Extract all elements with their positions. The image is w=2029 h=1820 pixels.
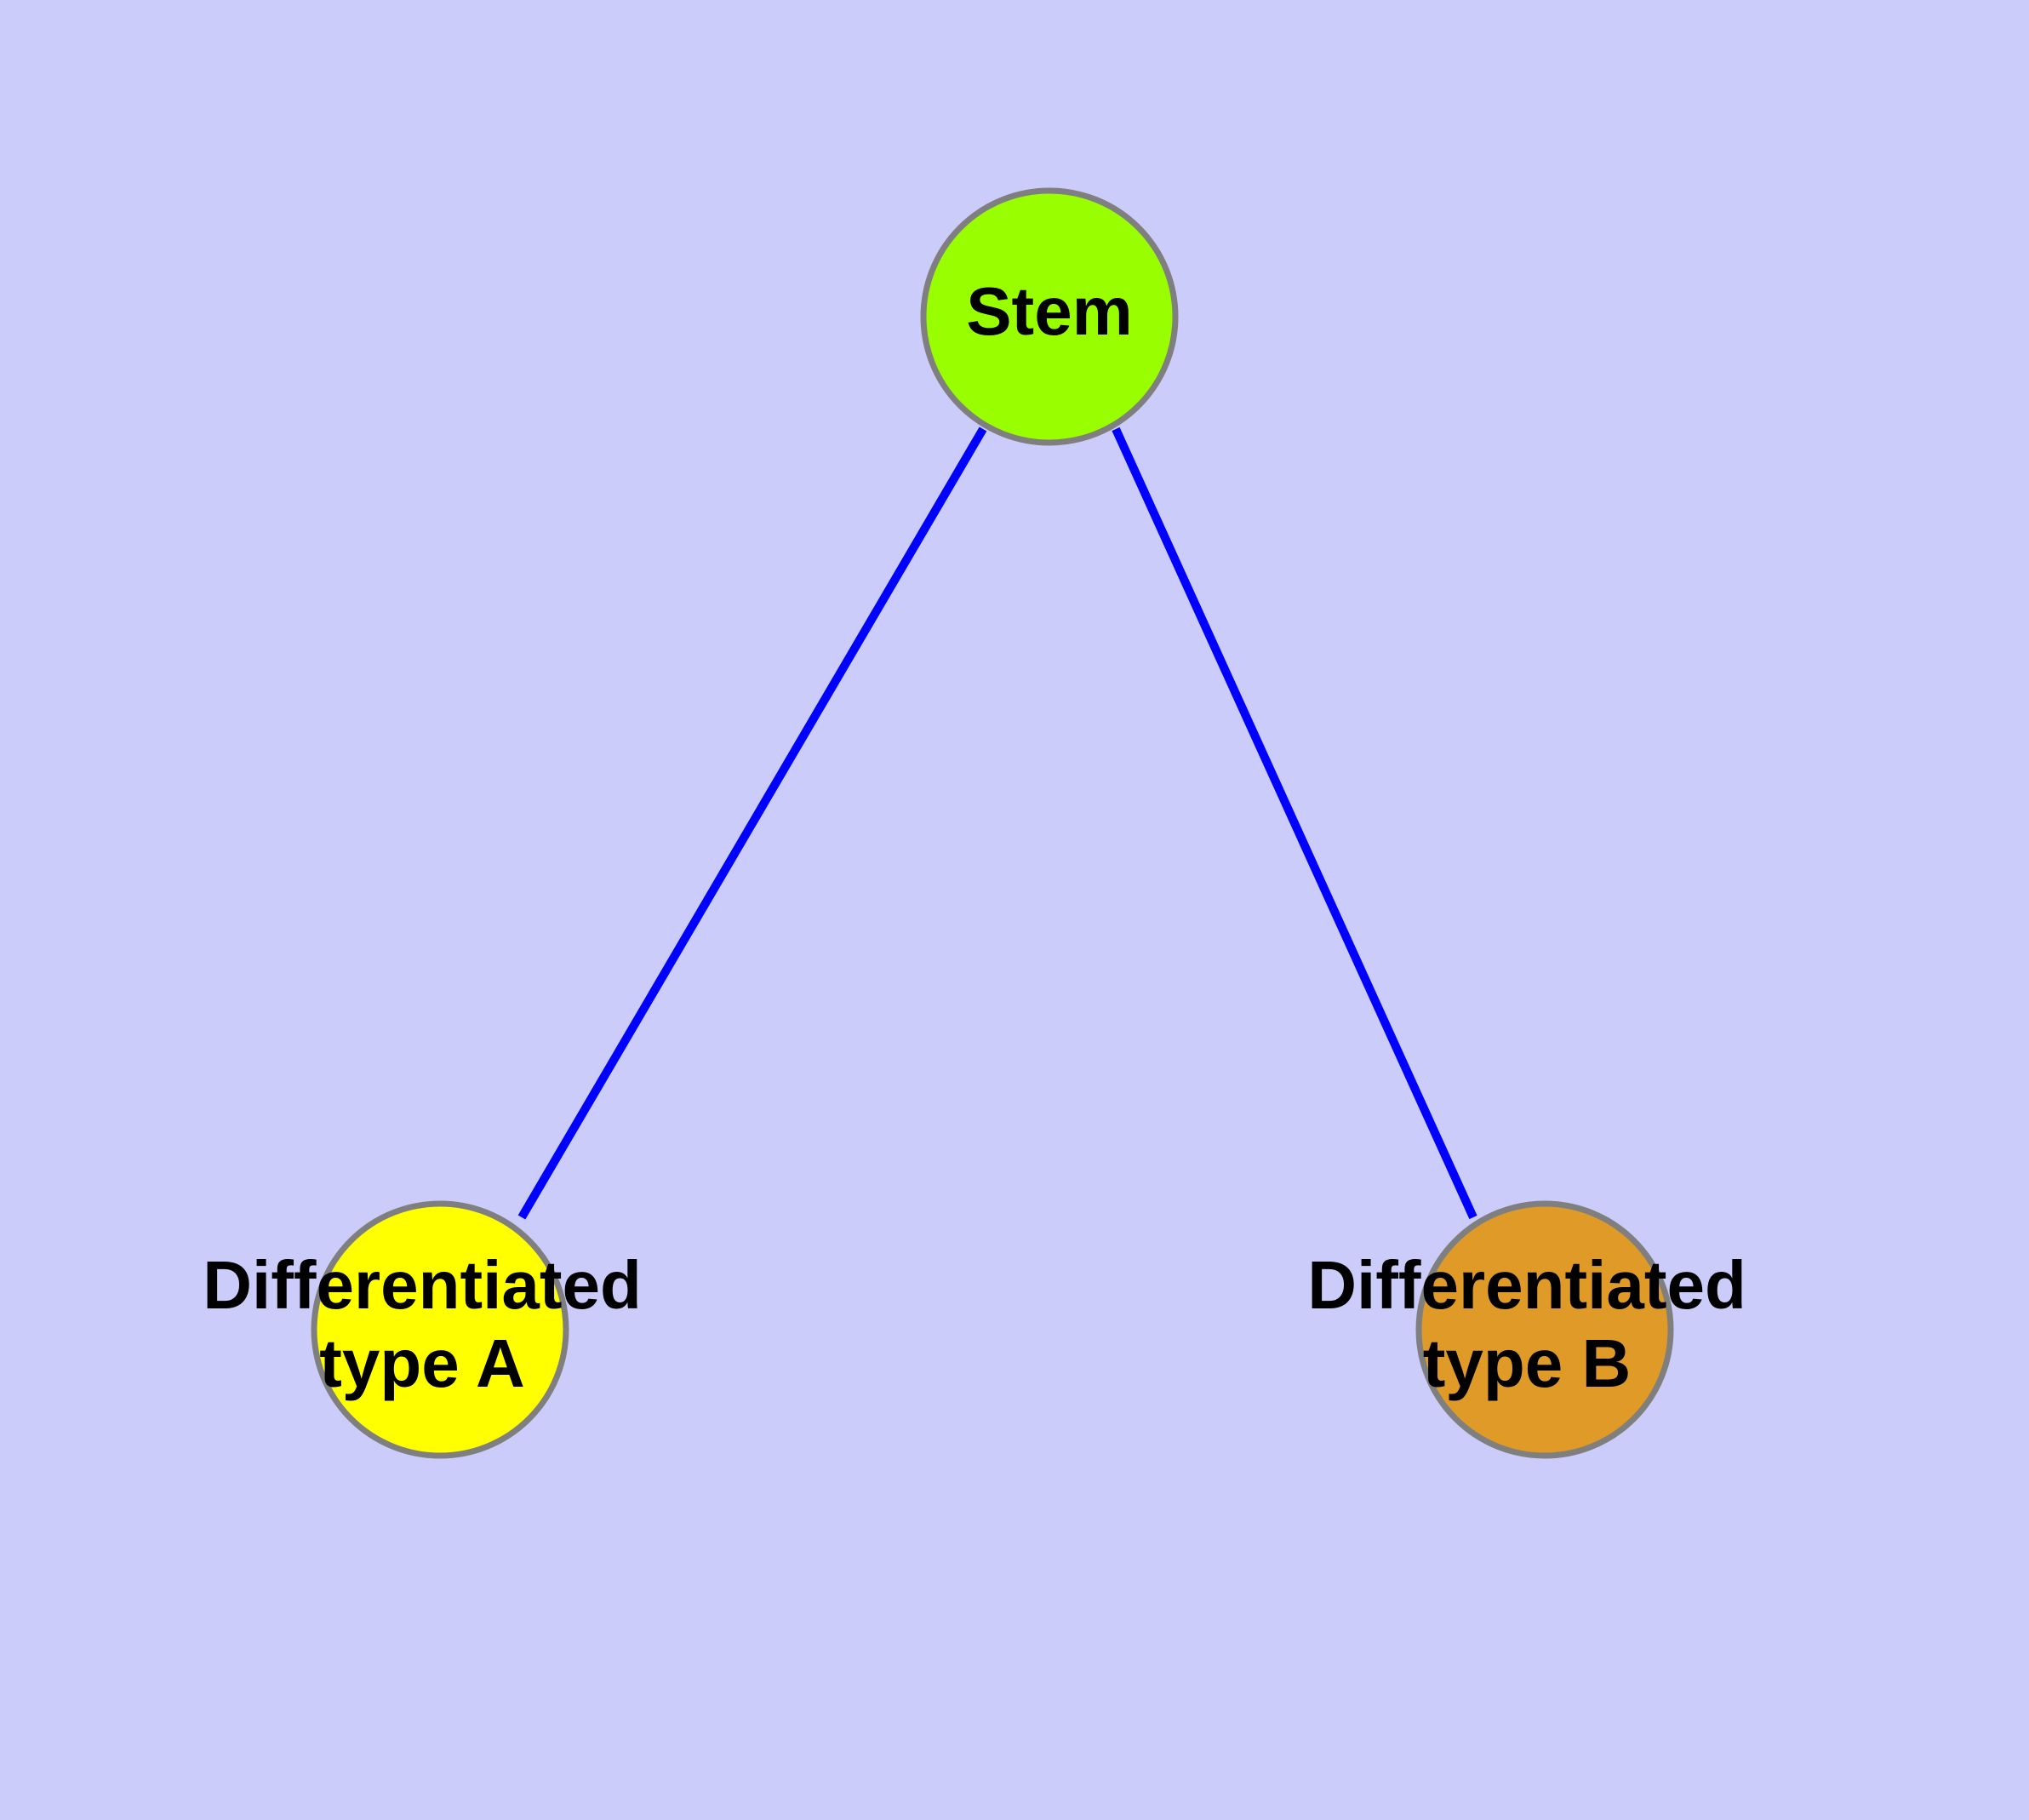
node-stem[interactable] bbox=[920, 187, 1179, 446]
edge-stem-to-differentiated-type-a[interactable] bbox=[517, 426, 987, 1220]
nodes-group bbox=[311, 187, 1674, 1459]
node-label-stem: Stem bbox=[966, 273, 1133, 349]
node-differentiated-type-a[interactable] bbox=[311, 1200, 569, 1459]
node-differentiated-type-b[interactable] bbox=[1415, 1200, 1674, 1459]
edges-group bbox=[517, 426, 1477, 1220]
edge-stem-to-differentiated-type-b[interactable] bbox=[1112, 426, 1477, 1220]
